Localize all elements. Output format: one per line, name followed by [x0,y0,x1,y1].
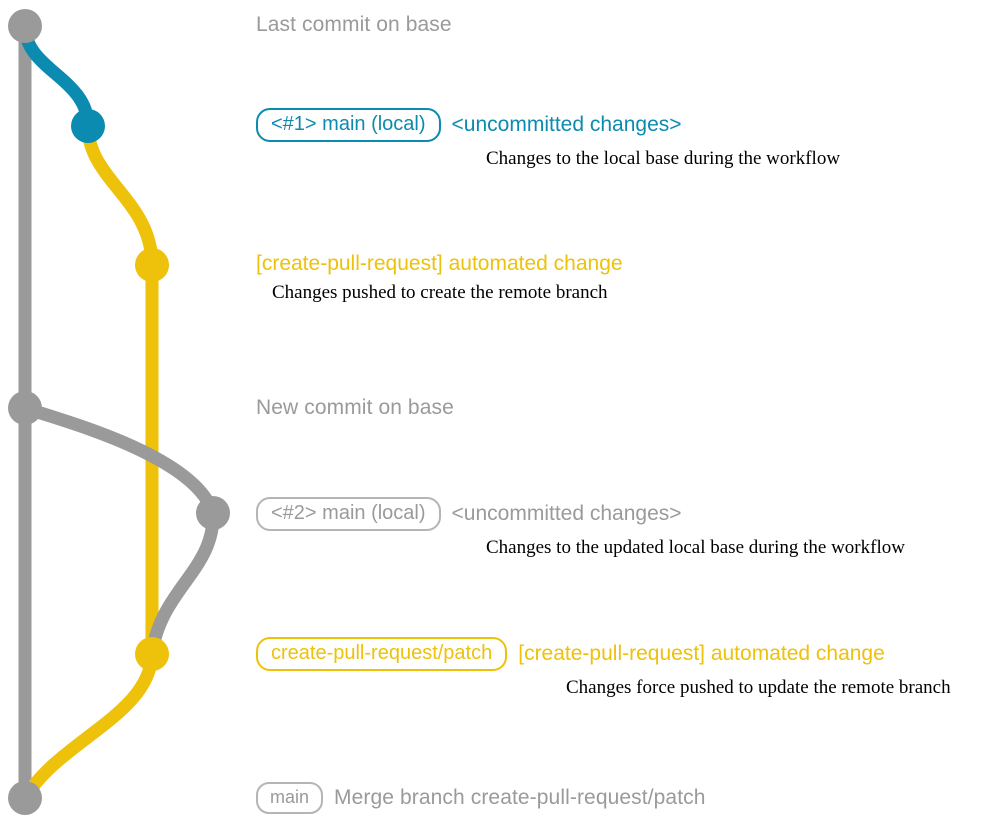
ref-badge-main[interactable]: main [256,782,324,814]
commit-subject: [create-pull-request] automated change [256,252,623,275]
commit-headline: <#1> main (local) <uncommitted changes> [256,108,840,142]
ref-badge-local-main-2[interactable]: <#2> main (local) [256,497,441,531]
commit-headline: [create-pull-request] automated change [256,252,623,276]
commit-node-automated-change-2[interactable] [135,637,169,671]
commit-detail: Changes to the local base during the wor… [486,148,841,169]
commit-subject: <uncommitted changes> [451,113,682,136]
commit-entry-local-main-1: <#1> main (local) <uncommitted changes> … [256,108,840,170]
commit-entry-local-main-2: <#2> main (local) <uncommitted changes> … [256,497,905,559]
commit-graph [8,9,230,815]
commit-detail: Changes force pushed to update the remot… [566,677,951,698]
commit-node-automated-change-1[interactable] [135,248,169,282]
commit-entry-new-commit-on-base: New commit on base [256,396,454,420]
commit-subject: New commit on base [256,396,454,419]
commit-subject: <uncommitted changes> [451,502,682,525]
ref-badge-local-main-1[interactable]: <#1> main (local) [256,108,441,142]
commit-headline: create-pull-request/patch [create-pull-r… [256,637,951,671]
commit-detail: Changes pushed to create the remote bran… [272,282,608,303]
edge-gray-to-patch [145,506,220,661]
commit-subject: [create-pull-request] automated change [518,642,885,665]
commit-node-local-main-2[interactable] [196,496,230,530]
commit-headline: Last commit on base [256,13,452,37]
edge-yellow-upper [81,119,159,272]
commit-node-last-commit-on-base[interactable] [8,9,42,43]
commit-headline: <#2> main (local) <uncommitted changes> [256,497,905,531]
edge-yellow-merge [18,647,159,805]
ref-badge-create-pull-request-patch[interactable]: create-pull-request/patch [256,637,508,671]
commit-subject: Last commit on base [256,13,452,36]
commit-headline: main Merge branch create-pull-request/pa… [256,782,706,814]
commit-detail: Changes to the updated local base during… [486,537,905,558]
commit-node-merge-commit[interactable] [8,781,42,815]
commit-entry-last-commit-on-base: Last commit on base [256,13,452,37]
commit-node-new-commit-on-base[interactable] [8,391,42,425]
commit-headline: New commit on base [256,396,454,420]
commit-subject: Merge branch create-pull-request/patch [334,785,706,809]
commit-entry-automated-change-1: [create-pull-request] automated change C… [256,252,623,304]
edge-teal-branch [18,19,95,133]
edge-gray-to-local2 [18,401,220,520]
commit-node-local-main-1[interactable] [71,109,105,143]
commit-entry-automated-change-2: create-pull-request/patch [create-pull-r… [256,637,951,699]
commit-entry-merge-commit: main Merge branch create-pull-request/pa… [256,782,706,814]
